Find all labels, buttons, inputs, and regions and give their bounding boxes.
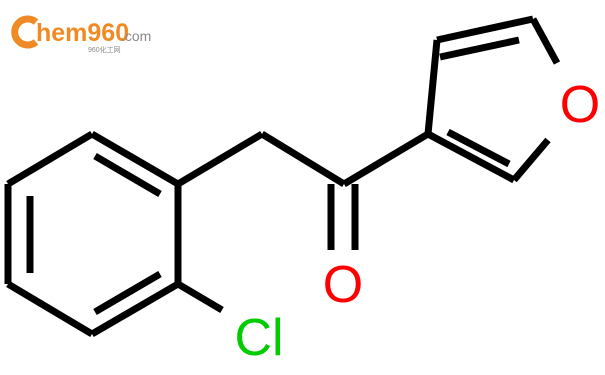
benzene-double-bond-top (93, 152, 162, 198)
furan-ring (424, 15, 561, 184)
logo-tagline: 960化工网 (88, 45, 121, 54)
benzene-bond-bottom-left (6, 280, 94, 338)
c-cl-bond (176, 280, 224, 314)
logo-domain: .com (121, 28, 151, 44)
furan-bond-c2-c3 (426, 130, 516, 184)
benzene-bond-bottom-right (90, 280, 180, 338)
carbonyl-furan-bond (342, 130, 430, 188)
furan-bond-c4-c5 (436, 15, 534, 44)
furan-bond-o-c2 (511, 137, 551, 183)
ch2-carbonyl-bond (260, 131, 346, 187)
logo-c-icon (11, 15, 39, 49)
benzene-ring (4, 130, 182, 338)
furan-double-bond-bottom (446, 128, 511, 168)
benzene-double-bond-bottom (93, 270, 162, 316)
carbonyl-oxygen-label: O (323, 256, 363, 314)
furan-double-bond-top (439, 36, 520, 61)
logo-text: hem960 (36, 19, 129, 47)
chlorine-label: Cl (234, 309, 283, 367)
benzene-bond-top-right (90, 130, 180, 188)
ring-ch2-bond (176, 130, 264, 188)
chem960-logo: hem960 .com 960化工网 (11, 15, 151, 54)
furan-bond-c5-o (529, 17, 561, 65)
furan-oxygen-label: O (560, 76, 600, 134)
furan-bond-c3-c4 (424, 39, 441, 135)
benzene-bond-top-left (6, 130, 94, 188)
